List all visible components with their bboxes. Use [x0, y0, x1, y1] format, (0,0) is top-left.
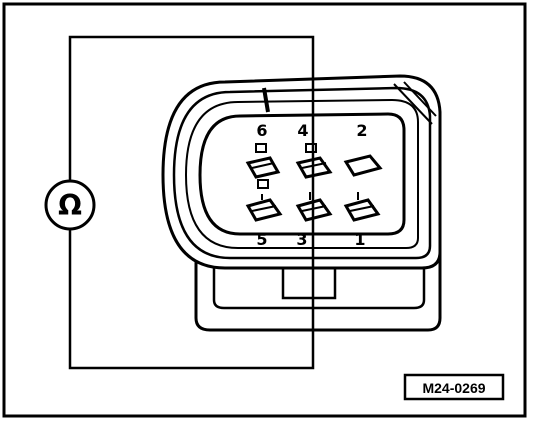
housing-hatch: [393, 81, 437, 125]
coding-key-mark: [262, 87, 270, 113]
connector-latch-tab: [281, 264, 337, 300]
pin-label-5: 5: [256, 230, 267, 249]
pin-label-3: 3: [296, 230, 307, 249]
connector-latch-inner: [212, 262, 426, 310]
pin-label-1: 1: [354, 230, 365, 249]
pin-label-2: 2: [356, 121, 367, 140]
diagram-border: [2, 2, 527, 418]
terminal-pin-1: [343, 192, 381, 222]
pin-label-4: 4: [297, 121, 308, 140]
terminal-pin-5: [245, 179, 283, 222]
terminal-pin-6: [245, 143, 281, 179]
ohm-symbol: Ω: [58, 189, 82, 222]
test-lead-wire: [68, 35, 315, 370]
ohmmeter: [44, 179, 96, 231]
terminal-pin-2: [343, 154, 383, 177]
connector-housing-inner: [184, 98, 419, 249]
reference-code-box: [403, 373, 505, 401]
reference-code: M24-0269: [422, 380, 485, 396]
pin-label-6: 6: [256, 121, 267, 140]
